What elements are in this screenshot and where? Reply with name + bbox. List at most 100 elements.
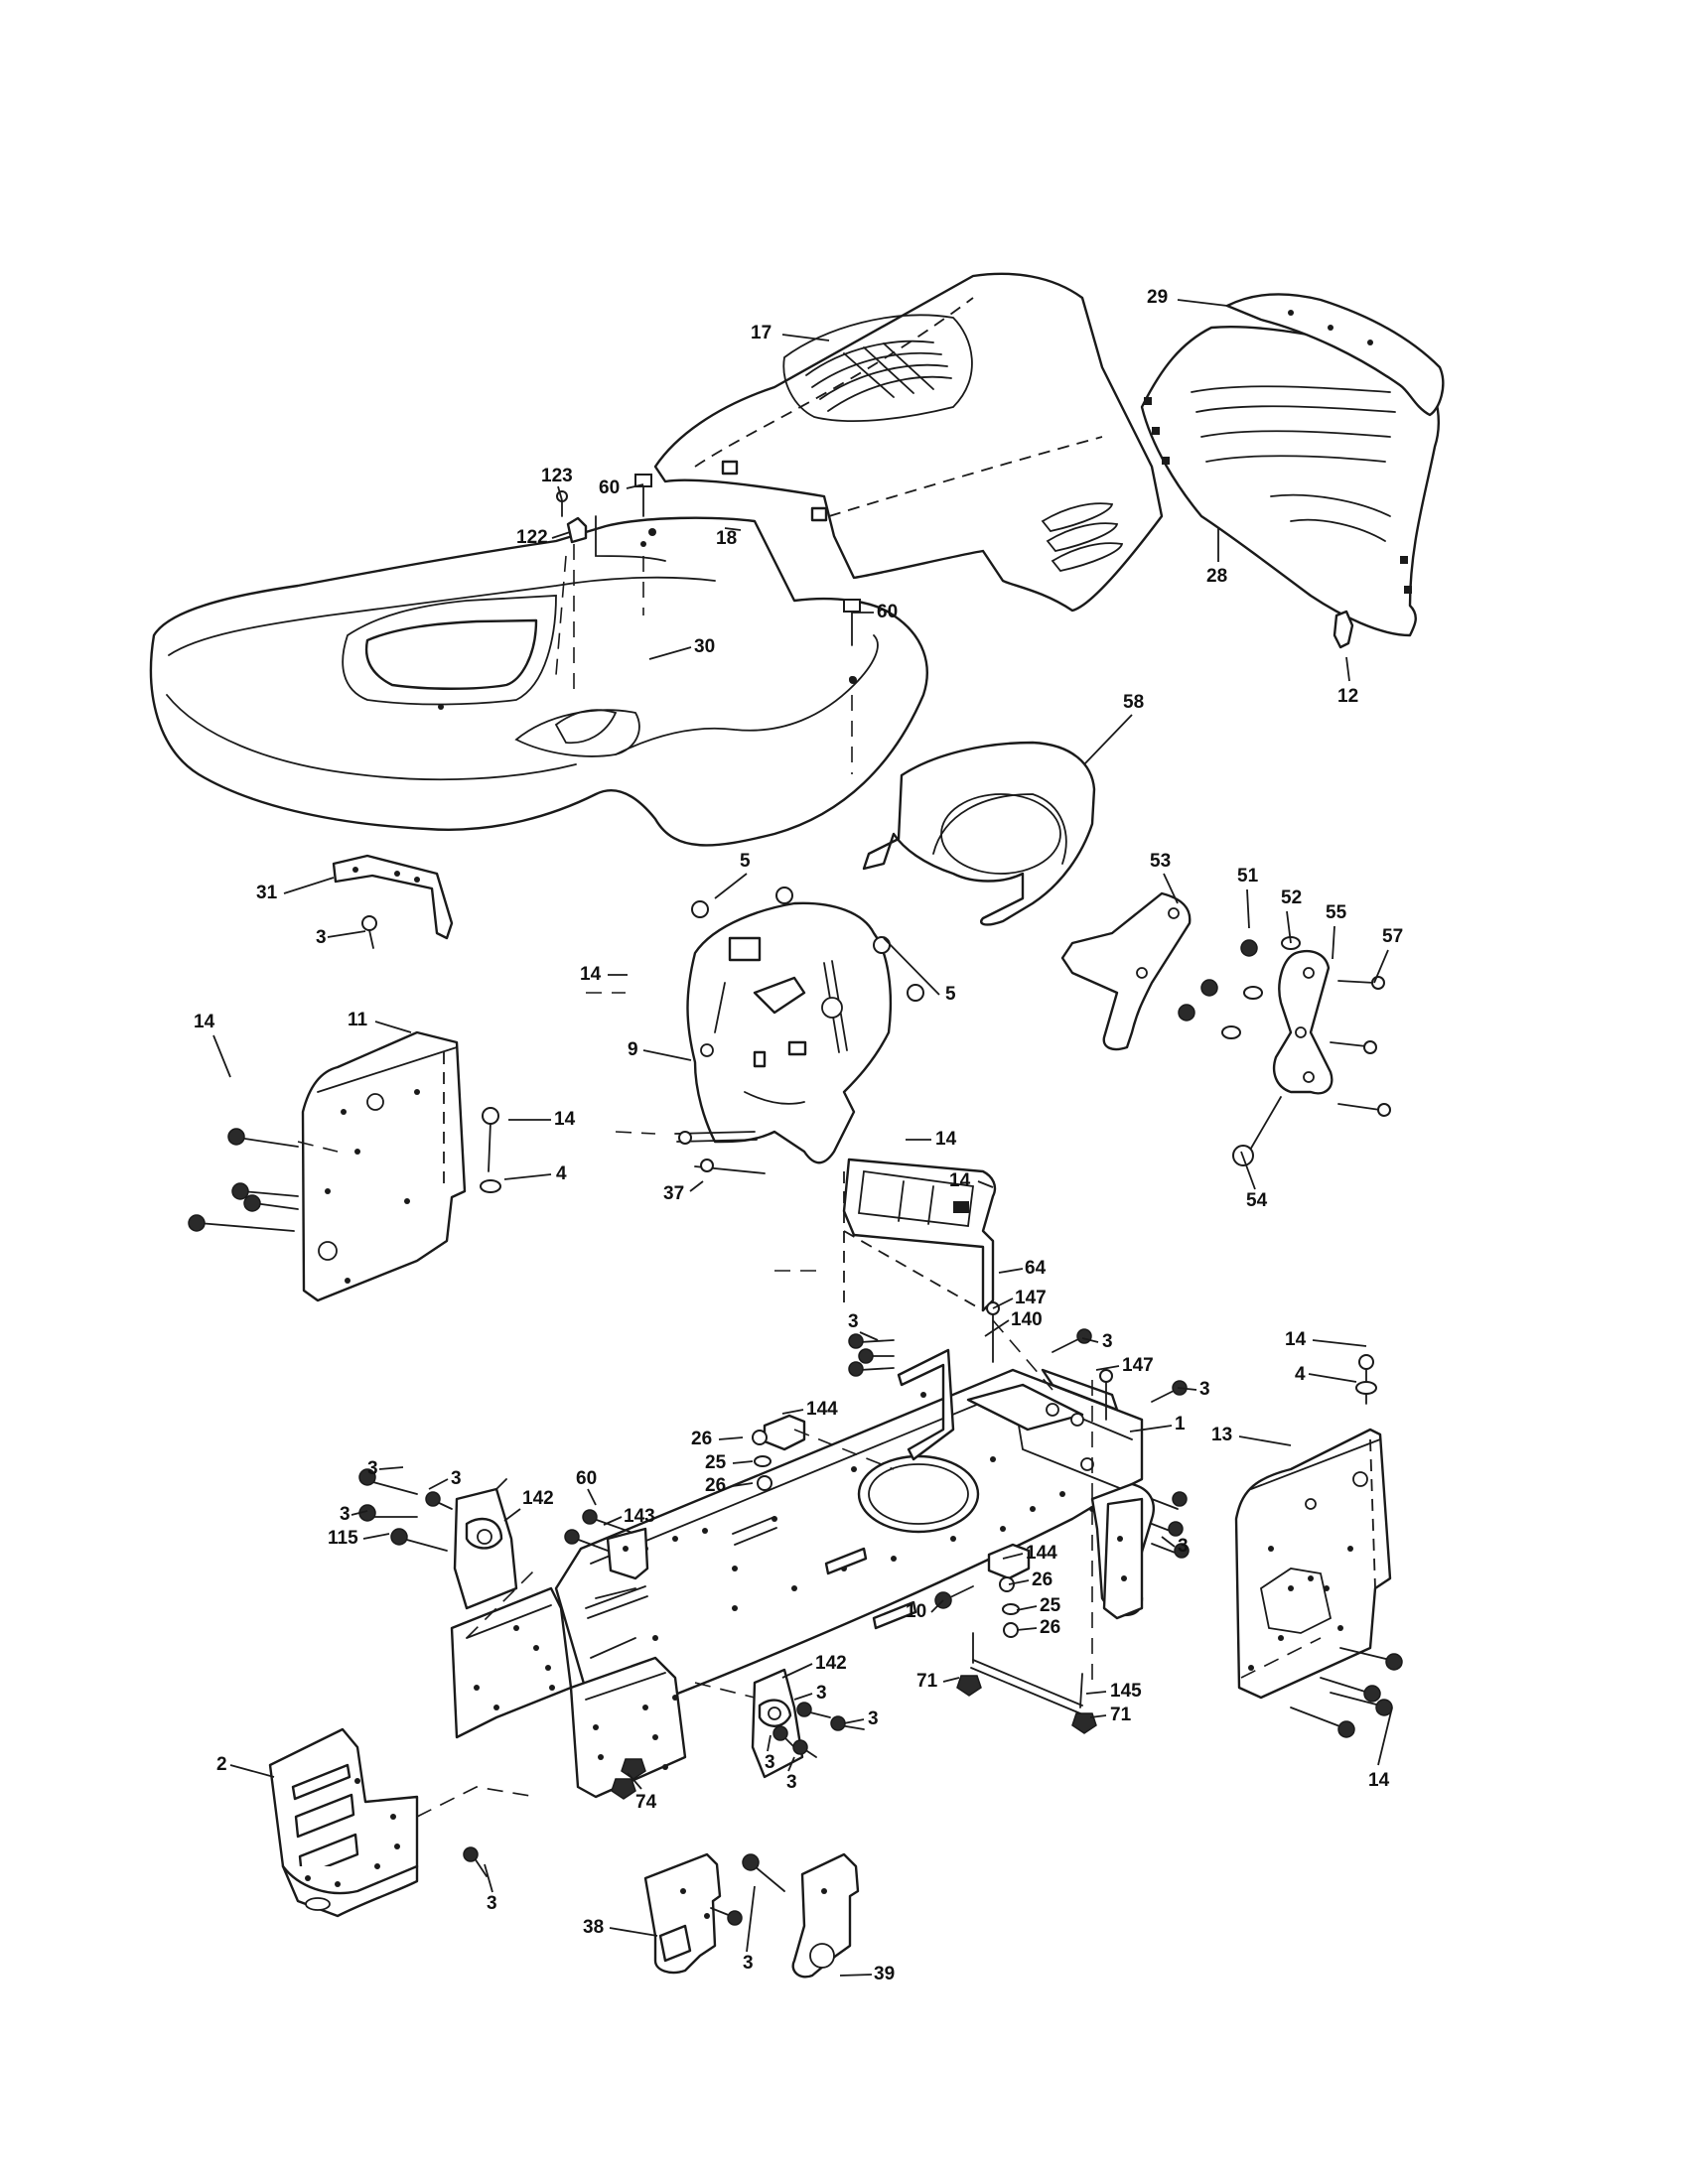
leader-line <box>1238 1435 1292 1446</box>
leader-line <box>930 1599 944 1613</box>
callout-147b: 147 <box>1095 1355 1154 1376</box>
callout-number: 29 <box>1147 287 1168 308</box>
callout-14f: 14 <box>1285 1329 1367 1350</box>
callout-number: 52 <box>1281 887 1302 908</box>
callout-3n: 3 <box>743 1885 756 1974</box>
right-side-panel-bolts <box>188 1107 501 1232</box>
callout-3i: 3 <box>793 1683 827 1704</box>
rear-hitch-plate <box>268 1727 537 1918</box>
callout-4a: 4 <box>503 1163 567 1184</box>
callout-number: 144 <box>1026 1543 1057 1564</box>
callout-number: 12 <box>1337 686 1358 707</box>
callout-26b: 26 <box>705 1475 754 1496</box>
callout-3j: 3 <box>843 1708 879 1729</box>
callout-number: 3 <box>816 1683 827 1704</box>
dashboard <box>686 901 893 1164</box>
leader-line <box>1373 949 1389 984</box>
leader-line <box>648 646 692 660</box>
callout-14e: 14 <box>949 1170 994 1191</box>
callout-number: 144 <box>806 1399 838 1420</box>
callout-4b: 4 <box>1295 1364 1357 1385</box>
callout-number: 3 <box>743 1953 754 1974</box>
callout-3g: 3 <box>340 1504 368 1525</box>
leader-line <box>1312 1339 1367 1347</box>
callout-number: 3 <box>340 1504 351 1525</box>
callout-53: 53 <box>1150 851 1179 904</box>
callout-number: 9 <box>628 1039 638 1060</box>
callout-14g: 14 <box>1368 1706 1393 1791</box>
mower-bracket-right <box>742 1852 860 1979</box>
leader-line <box>1085 1691 1107 1695</box>
leader-line <box>1286 910 1292 944</box>
leader-line <box>428 1478 449 1490</box>
leader-line <box>503 1173 552 1180</box>
callout-18: 18 <box>716 527 742 549</box>
left-side-panel-bolts <box>1240 1354 1403 1738</box>
callout-17: 17 <box>751 323 830 343</box>
callout-number: 38 <box>583 1917 604 1938</box>
leader-line <box>503 1508 521 1522</box>
callout-55: 55 <box>1326 902 1347 960</box>
leader-line <box>551 531 571 539</box>
left-side-panel <box>1234 1428 1392 1700</box>
callout-number: 142 <box>815 1653 847 1674</box>
lower-axle-bolts <box>611 1702 865 1800</box>
callout-12: 12 <box>1337 656 1358 707</box>
callout-25b: 25 <box>1016 1595 1061 1616</box>
callout-number: 3 <box>487 1893 497 1914</box>
grille <box>1140 326 1441 637</box>
callout-51: 51 <box>1237 866 1259 929</box>
leader-line <box>1246 888 1250 929</box>
leader-line <box>1016 1627 1038 1631</box>
callout-11: 11 <box>348 1010 412 1033</box>
callout-144b: 144 <box>1002 1543 1057 1564</box>
callout-147a: 147 <box>992 1288 1047 1309</box>
leader-line <box>1083 714 1133 765</box>
callout-number: 55 <box>1326 902 1347 923</box>
callout-number: 60 <box>599 478 620 498</box>
leader-line <box>732 1482 754 1487</box>
leader-line <box>781 1409 804 1415</box>
callout-28: 28 <box>1206 528 1227 587</box>
callout-number: 11 <box>348 1010 368 1030</box>
callout-3k: 3 <box>765 1734 775 1773</box>
leader-line <box>977 1180 994 1188</box>
callout-3e: 3 <box>367 1458 404 1479</box>
callout-number: 25 <box>705 1452 727 1473</box>
callout-number: 26 <box>705 1475 726 1496</box>
callout-145: 145 <box>1085 1681 1142 1702</box>
callout-number: 3 <box>868 1708 879 1729</box>
leader-line <box>1161 1536 1176 1548</box>
callout-number: 3 <box>765 1752 775 1773</box>
leader-line <box>374 1021 412 1033</box>
leader-line <box>1002 1553 1024 1560</box>
callout-123: 123 <box>541 466 573 501</box>
leader-line <box>781 334 830 341</box>
callout-number: 3 <box>1102 1331 1113 1352</box>
callout-143: 143 <box>603 1506 655 1527</box>
callout-10: 10 <box>906 1599 944 1622</box>
callout-number: 71 <box>916 1671 938 1692</box>
leader-line <box>229 1764 275 1778</box>
callout-2: 2 <box>216 1754 275 1778</box>
callout-1: 1 <box>1129 1414 1186 1434</box>
leader-line <box>746 1885 756 1953</box>
callout-number: 140 <box>1011 1309 1043 1330</box>
callout-74: 74 <box>627 1772 657 1813</box>
leader-line <box>1332 925 1335 960</box>
callout-number: 25 <box>1040 1595 1061 1616</box>
callout-number: 54 <box>1246 1190 1268 1211</box>
front-axle-bolts <box>1151 1491 1190 1559</box>
callout-number: 17 <box>751 323 772 343</box>
callout-14a: 14 <box>580 964 628 985</box>
callout-14c: 14 <box>508 1109 576 1130</box>
fuel-tank-pan <box>862 741 1096 926</box>
callout-60b: 60 <box>852 602 898 622</box>
leader-line <box>609 1927 658 1937</box>
callout-number: 74 <box>635 1792 657 1813</box>
callout-number: 3 <box>1178 1536 1189 1557</box>
leader-line <box>1240 1151 1256 1190</box>
leader-line <box>1308 1373 1357 1383</box>
pivot-bracket <box>1272 949 1333 1095</box>
